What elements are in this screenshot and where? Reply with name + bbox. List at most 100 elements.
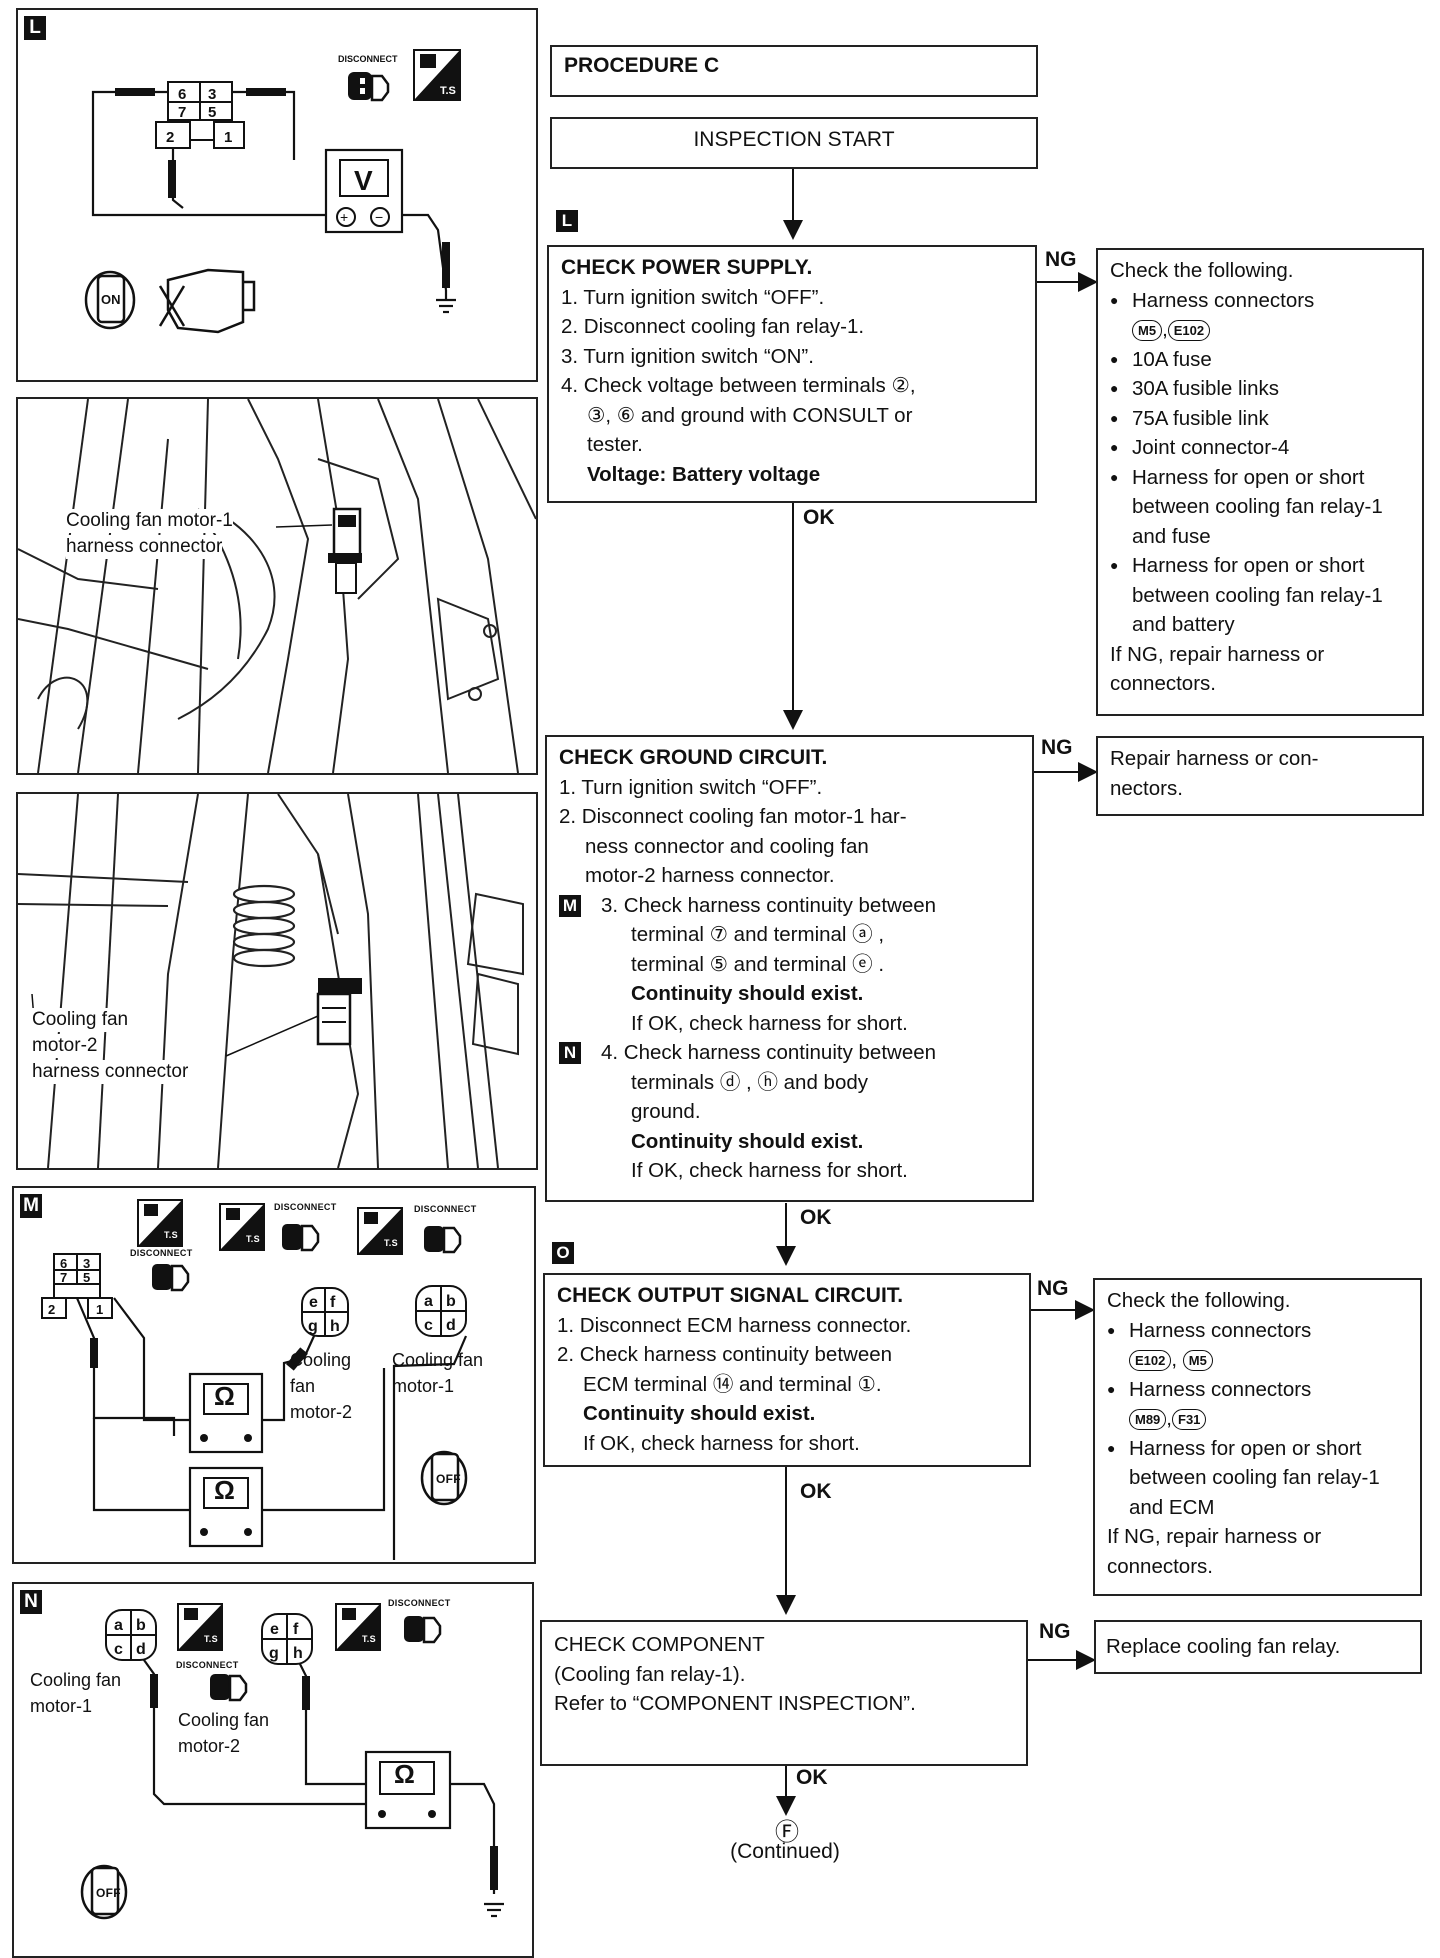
step1-line-5: ③, ⑥ and ground with CONSULT or — [587, 403, 913, 427]
n-ts-tester-icon-2 — [335, 1603, 381, 1651]
step3-short: If OK, check harness for short. — [583, 1431, 860, 1455]
connector-m5-badge-2: M5 — [1182, 1350, 1213, 1372]
step-badge-m: M — [559, 894, 581, 917]
n-ts-label-1: T.S — [204, 1634, 218, 1644]
relay-connector-icon — [155, 81, 245, 149]
step3-ng-bullet-3-text: Harness for open or short between coolin… — [1129, 1436, 1380, 1519]
disconnect-icon-m2 — [282, 1224, 320, 1252]
svg-text:3: 3 — [83, 1256, 90, 1271]
voltmeter-label: V — [354, 165, 373, 196]
hose-icon — [232, 884, 296, 968]
svg-text:−: − — [375, 209, 383, 225]
n-motor2-connector-efgh — [261, 1613, 313, 1665]
m-label-motor1-2: motor-1 — [392, 1376, 455, 1396]
svg-text:h: h — [293, 1645, 303, 1662]
inspection-start-box: INSPECTION START — [550, 117, 1038, 169]
step-badge-o: O — [552, 1242, 574, 1264]
motor2-connector-icon — [316, 978, 362, 1046]
step1-ng-bullet-2-text: 10A fuse — [1132, 347, 1212, 371]
step1-ng-label: NG — [1045, 248, 1077, 271]
step3-ng-bullet-2-text: Harness connectors — [1129, 1377, 1312, 1401]
svg-text:a: a — [424, 1293, 433, 1310]
engine-bay-sketch-2 — [18, 794, 524, 1168]
step1-line-4: 4. Check voltage between terminals ②, — [561, 374, 916, 397]
step3-ng-bullet-2: Harness connectors — [1107, 1375, 1408, 1405]
step1-ng-bullet-3-text: 30A fusible links — [1132, 377, 1280, 400]
step1-ng-bullet-6-text: Harness for open or short between coolin… — [1132, 465, 1383, 548]
photo2-caption-line3: harness connector — [32, 1060, 189, 1084]
svg-text:d: d — [136, 1641, 146, 1658]
step1-line-6: tester. — [587, 433, 643, 456]
svg-text:1: 1 — [96, 1302, 103, 1317]
continuity-check-diagram-n: a b c d e f g h — [80, 1603, 504, 1920]
m-label-motor2-1: Cooling — [290, 1350, 352, 1370]
svg-text:7: 7 — [178, 104, 186, 121]
voltmeter-icon: + − — [324, 148, 404, 234]
step2-step3-line-1: 3. Check harness continuity between — [601, 893, 937, 917]
n-ohmmeter-icon — [364, 1750, 452, 1830]
svg-text:h: h — [330, 1318, 340, 1335]
ts-label-m1: T.S — [164, 1230, 178, 1240]
disconnect-icon-m1 — [152, 1264, 190, 1292]
procedure-title: PROCEDURE C — [564, 54, 720, 77]
svg-text:5: 5 — [208, 104, 216, 121]
n-ts-tester-icon-1 — [177, 1603, 223, 1651]
n-label-motor2-1: Cooling fan — [178, 1710, 270, 1730]
step3-ng-heading: Check the following. — [1107, 1289, 1291, 1312]
svg-text:7: 7 — [60, 1270, 67, 1285]
step2-step3-line-2: terminal ⑦ and terminal ⓐ , — [631, 923, 885, 946]
photo-panel-motor2-connector: Cooling fan motor-2 harness connector — [16, 792, 538, 1170]
n-label-motor1-2: motor-1 — [30, 1696, 93, 1716]
engine-off-icon — [158, 268, 256, 334]
step3-ng-bullet-1-text: Harness connectors — [1129, 1318, 1312, 1342]
disconnect-label-m2: DISCONNECT — [274, 1202, 337, 1212]
n-ignition-off-icon — [80, 1864, 128, 1920]
step2-ng-box: Repair harness or con- nectors. — [1096, 736, 1424, 816]
svg-text:e: e — [270, 1621, 279, 1638]
svg-text:2: 2 — [48, 1302, 55, 1317]
relay-connector-m — [41, 1253, 113, 1319]
check-power-supply-box: CHECK POWER SUPPLY. 1. Turn ignition swi… — [547, 245, 1037, 503]
continued-label: (Continued) — [730, 1840, 840, 1863]
step1-ng-heading: Check the following. — [1110, 259, 1294, 282]
step3-line-1: 1. Disconnect ECM harness connector. — [557, 1313, 912, 1337]
photo2-caption-line1: Cooling fan — [32, 1008, 129, 1032]
procedure-label: PROCEDURE C — [550, 45, 1038, 97]
step1-ng-bullet-5-text: Joint connector-4 — [1132, 436, 1290, 459]
step1-ng-box: Check the following. Harness connectors … — [1096, 248, 1424, 716]
connector-e102-badge-2: E102 — [1129, 1350, 1172, 1372]
step3-line-2: 2. Check harness continuity between — [557, 1343, 893, 1366]
ohmmeter-icon-2 — [188, 1466, 264, 1548]
step3-ng-bullet-3: Harness for open or short between coolin… — [1107, 1434, 1408, 1523]
step1-ng-bullet-1: Harness connectors — [1110, 286, 1410, 316]
step4-ng-text: Replace cooling fan relay. — [1106, 1635, 1341, 1658]
step-badge-n: N — [559, 1042, 581, 1064]
step3-result: Continuity should exist. — [583, 1402, 816, 1425]
step2-sub-n: N 4. Check harness continuity between te… — [559, 1038, 1020, 1186]
step1-ng-bullet-1-text: Harness connectors — [1132, 288, 1315, 312]
ignition-off-label-m: OFF — [436, 1472, 461, 1486]
connector-m5-badge: M5 — [1132, 320, 1163, 342]
step1-ng-bullet-2: 10A fuse — [1110, 345, 1410, 375]
svg-text:c: c — [114, 1641, 123, 1658]
step4-ok-label: OK — [796, 1766, 828, 1789]
step3-ng-connectors-2: M89,F31 — [1107, 1404, 1408, 1434]
step1-ng-footer: If NG, repair harness or connectors. — [1110, 642, 1325, 696]
m-label-motor2-2: fan — [290, 1376, 316, 1396]
disconnect-icon — [348, 72, 390, 102]
ts-tester-icon — [413, 49, 461, 101]
svg-text:5: 5 — [83, 1270, 90, 1285]
ohm-symbol-2: Ω — [214, 1475, 235, 1505]
step1-ng-bullet-3: 30A fusible links — [1110, 374, 1410, 404]
step1-ng-bullet-7: Harness for open or short between coolin… — [1110, 551, 1410, 640]
svg-text:2: 2 — [166, 129, 174, 146]
n-label-motor2-2: motor-2 — [178, 1736, 241, 1756]
step1-ng-bullet-4: 75A fusible link — [1110, 404, 1410, 434]
svg-text:a: a — [114, 1617, 123, 1634]
step1-line-2: 2. Disconnect cooling fan relay-1. — [561, 315, 865, 338]
check-ground-circuit-box: CHECK GROUND CIRCUIT. 1. Turn ignition s… — [545, 735, 1034, 1202]
svg-text:3: 3 — [208, 86, 216, 103]
disconnect-label-m1: DISCONNECT — [130, 1248, 193, 1258]
step-badge-l: L — [556, 210, 578, 232]
voltage-check-diagram: 6 3 7 5 2 1 + − V — [84, 49, 461, 334]
